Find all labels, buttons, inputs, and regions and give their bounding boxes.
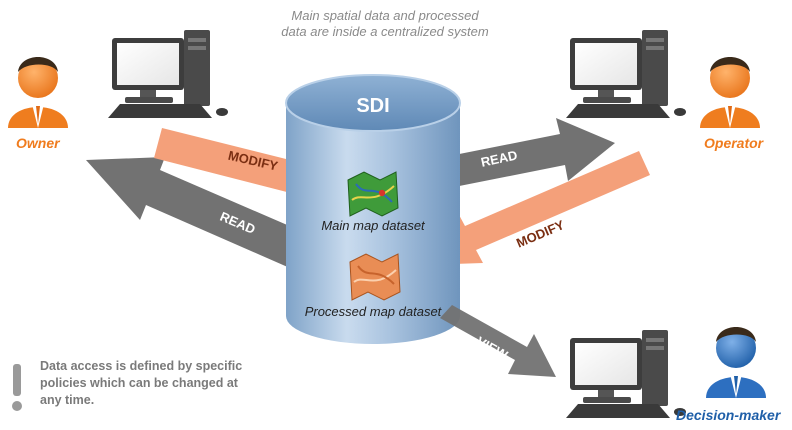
note-line-1: Data access is defined by specific [40,359,243,373]
owner-person-icon [8,57,68,128]
decision-maker-label: Decision-maker [676,407,781,423]
arrow-operator-modify [424,151,650,265]
processed-map-dataset-icon[interactable] [349,253,401,301]
decision-maker-person-icon [706,327,766,398]
arrow-operator-read [414,118,615,194]
operator-person-icon [700,57,760,128]
access-policy-note: Data access is defined by specific polic… [40,358,280,409]
operator-read-label: READ [479,147,518,169]
caption-line-1: Main spatial data and processed [291,8,479,23]
note-line-3: any time. [40,393,95,407]
sdi-cylinder [285,74,461,344]
caption: Main spatial data and processed data are… [230,8,540,40]
owner-label: Owner [16,135,60,151]
sdi-label: SDI [356,95,389,117]
arrow-owner-read [86,157,345,286]
decision-maker-computer-icon [566,330,686,418]
main-map-dataset-label: Main map dataset [321,218,425,233]
caption-line-2: data are inside a centralized system [281,24,489,39]
main-map-dataset-icon[interactable] [347,171,399,217]
arrow-view [440,305,556,377]
owner-computer-icon [108,30,228,118]
operator-computer-icon [566,30,686,118]
processed-map-dataset-label: Processed map dataset [304,304,442,319]
exclamation-icon [12,364,22,411]
note-line-2: policies which can be changed at [40,376,238,390]
operator-label: Operator [704,135,764,151]
